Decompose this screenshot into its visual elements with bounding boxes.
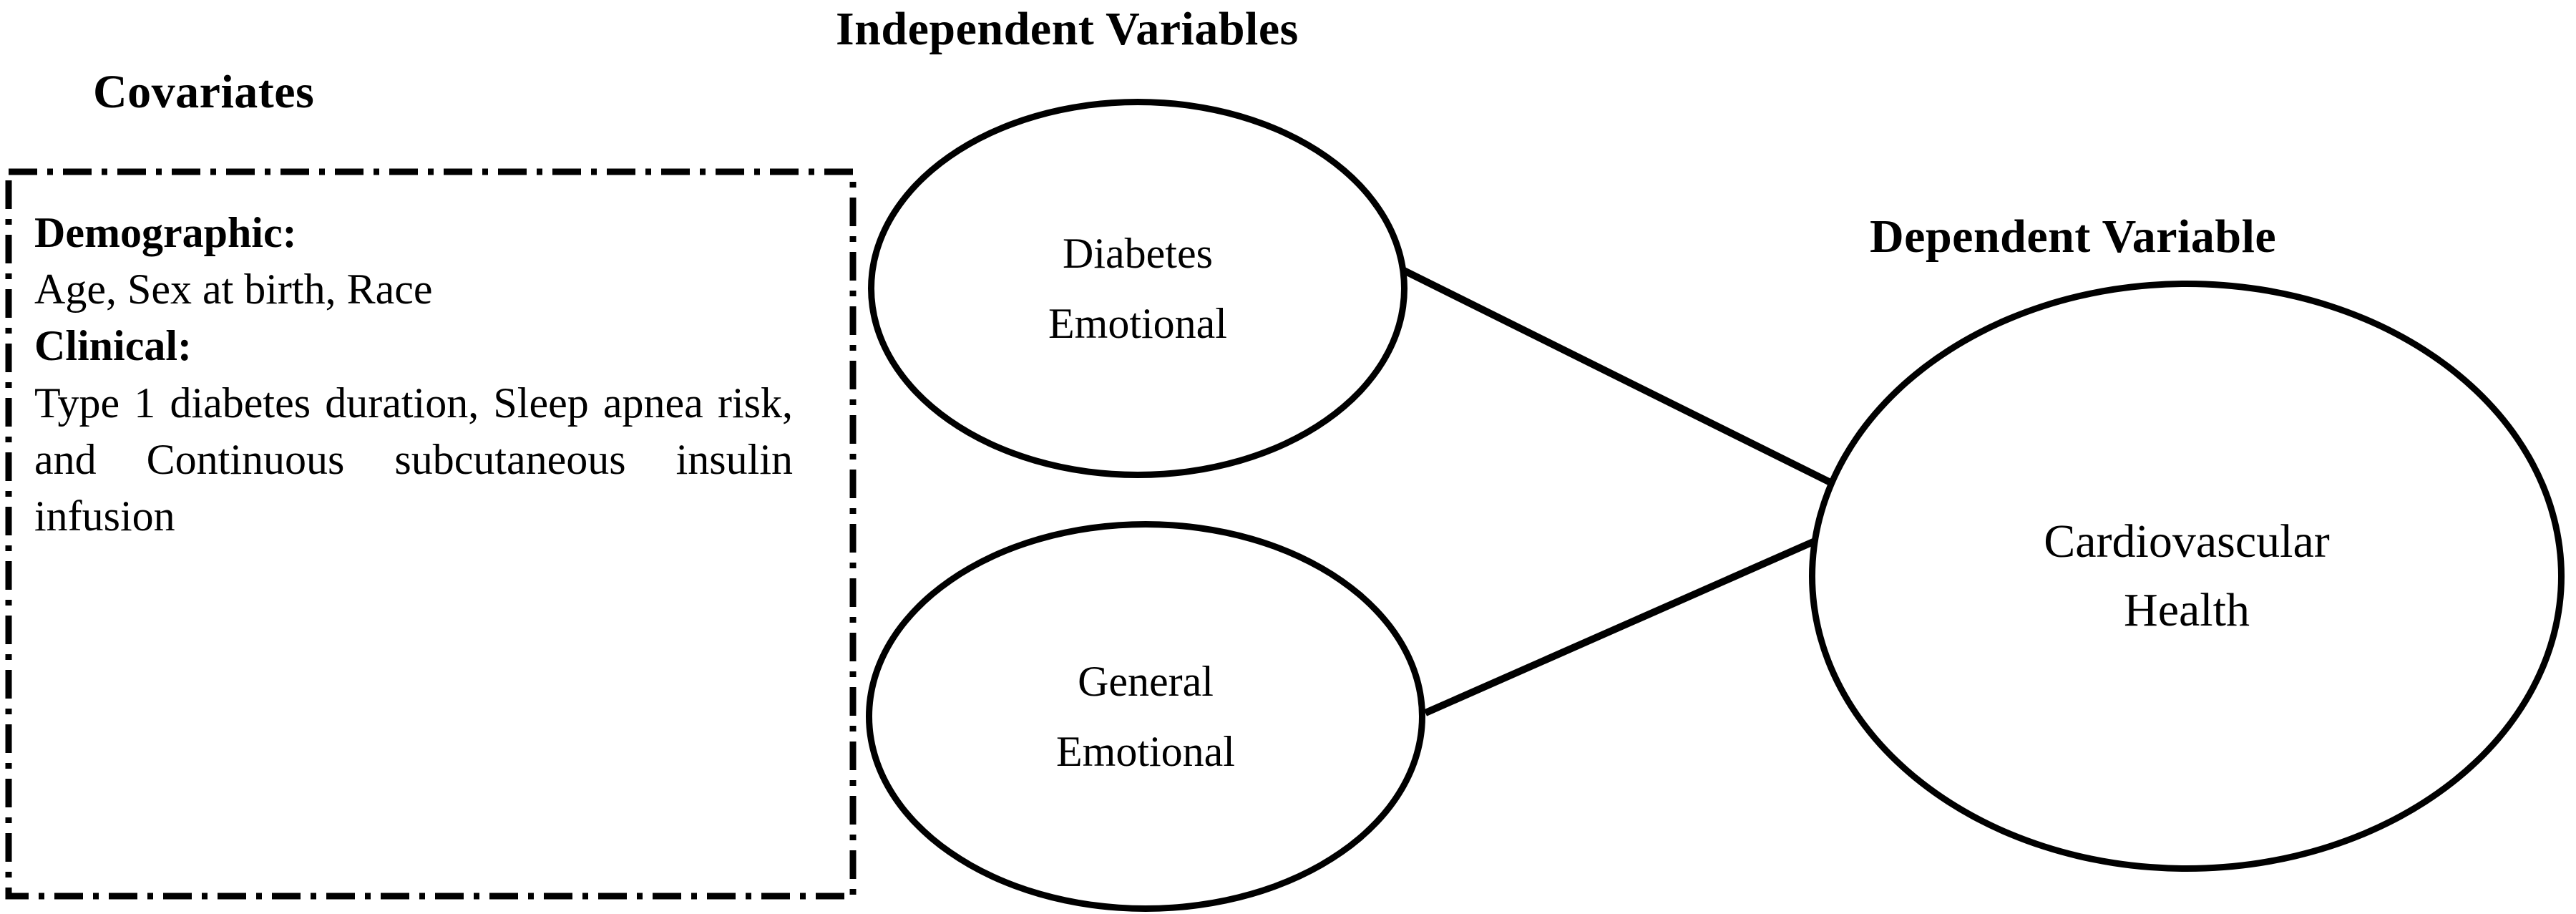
dependent-variable-heading: Dependent Variable bbox=[1870, 210, 2277, 263]
node-cardiovascular-health: Cardiovascular Health bbox=[1809, 281, 2565, 872]
independent-variables-heading: Independent Variables bbox=[836, 3, 1299, 55]
covariate-group-label-clinical: Clinical: bbox=[34, 322, 192, 370]
connector-general-to-cardiovascular bbox=[1423, 528, 1840, 716]
node-diabetes-emotional: Diabetes Emotional bbox=[868, 99, 1407, 478]
node-diabetes-emotional-line2: Emotional bbox=[1048, 300, 1227, 347]
node-diabetes-emotional-line1: Diabetes bbox=[1063, 230, 1213, 277]
node-cardiovascular-health-line2: Health bbox=[2124, 584, 2250, 636]
covariate-group-items-demographic: Age, Sex at birth, Race bbox=[34, 266, 433, 313]
connector-diabetes-to-cardiovascular bbox=[1399, 266, 1838, 489]
node-general-emotional: General Emotional bbox=[866, 521, 1425, 912]
covariates-content: Demographic: Age, Sex at birth, Race Cli… bbox=[34, 205, 821, 545]
covariate-group-label-demographic: Demographic: bbox=[34, 209, 297, 256]
node-cardiovascular-health-line1: Cardiovascular bbox=[2044, 515, 2330, 568]
covariates-heading: Covariates bbox=[93, 66, 315, 118]
node-general-emotional-line2: Emotional bbox=[1056, 728, 1235, 775]
covariate-group-items-clinical: Type 1 diabetes duration, Sleep apnea ri… bbox=[34, 379, 793, 540]
node-general-emotional-line1: General bbox=[1078, 658, 1214, 705]
